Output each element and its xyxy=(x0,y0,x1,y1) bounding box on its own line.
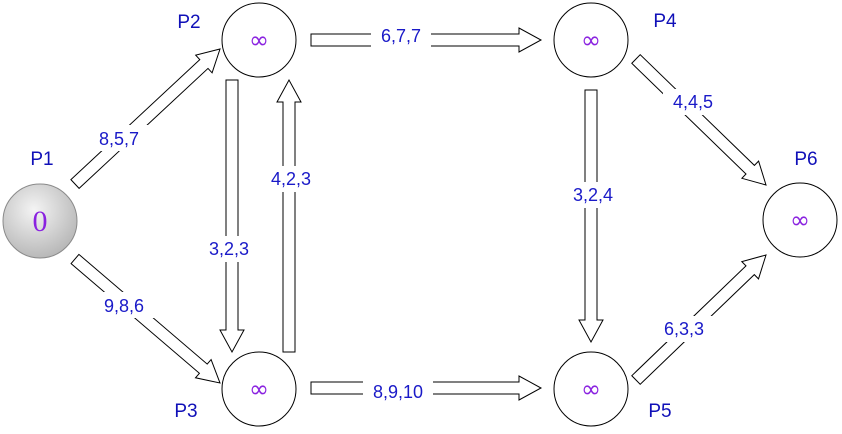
edge-arrow-p3-p2 xyxy=(276,78,302,353)
edge-label-p3-p5: 8,9,10 xyxy=(373,382,423,402)
node-p5-circle xyxy=(553,351,629,427)
node-p6: ∞ P6 xyxy=(762,149,838,258)
node-p1-label: P1 xyxy=(30,149,53,170)
nodes-layer: 0 P1 ∞ P2 ∞ P3 ∞ P4 ∞ P5 xyxy=(2,2,838,427)
edge-label-p4-p6: 4,4,5 xyxy=(673,92,713,112)
edge-arrow-p2-p3 xyxy=(219,79,245,354)
edge-label-p4-p5: 3,2,4 xyxy=(573,185,613,205)
node-p6-label: P6 xyxy=(794,149,817,170)
node-p3-value: ∞ xyxy=(249,375,269,403)
node-p2-value: ∞ xyxy=(249,26,269,54)
node-p5-label: P5 xyxy=(648,401,671,422)
edge-label-p1-p2: 8,5,7 xyxy=(99,129,139,149)
node-p5: ∞ P5 xyxy=(553,351,672,427)
edge-labels-layer: 8,5,7 9,8,6 3,2,3 4,2,3 6,7,7 8,9,10 3,2… xyxy=(89,24,723,404)
node-p3: ∞ P3 xyxy=(174,351,297,427)
node-p2: ∞ P2 xyxy=(177,2,297,78)
node-p4-label: P4 xyxy=(653,11,677,32)
edge-arrow-p4-p5 xyxy=(578,89,604,344)
node-p6-value: ∞ xyxy=(790,206,810,234)
node-p6-circle xyxy=(762,182,838,258)
node-p1-circle xyxy=(2,183,78,259)
edge-label-p2-p3: 3,2,3 xyxy=(209,239,249,259)
node-p4-value: ∞ xyxy=(581,26,601,54)
node-p4-circle xyxy=(553,2,629,78)
edge-arrow-p1-p3 xyxy=(70,253,221,384)
edge-label-p5-p6: 6,3,3 xyxy=(664,319,704,339)
node-p3-circle xyxy=(221,351,297,427)
node-p1: 0 P1 xyxy=(2,149,78,259)
edge-label-p2-p4: 6,7,7 xyxy=(381,26,421,46)
edge-label-p3-p2: 4,2,3 xyxy=(271,169,311,189)
edge-label-p1-p3: 9,8,6 xyxy=(104,296,144,316)
node-p4: ∞ P4 xyxy=(553,2,677,78)
edge-arrow-p4-p6 xyxy=(631,53,767,186)
edge-arrow-p1-p2 xyxy=(70,48,221,190)
node-p1-value: 0 xyxy=(33,205,48,238)
edges-layer xyxy=(70,27,767,401)
node-p3-label: P3 xyxy=(174,401,197,422)
node-p2-label: P2 xyxy=(177,12,200,33)
node-p5-value: ∞ xyxy=(581,375,601,403)
node-p2-circle xyxy=(221,2,297,78)
